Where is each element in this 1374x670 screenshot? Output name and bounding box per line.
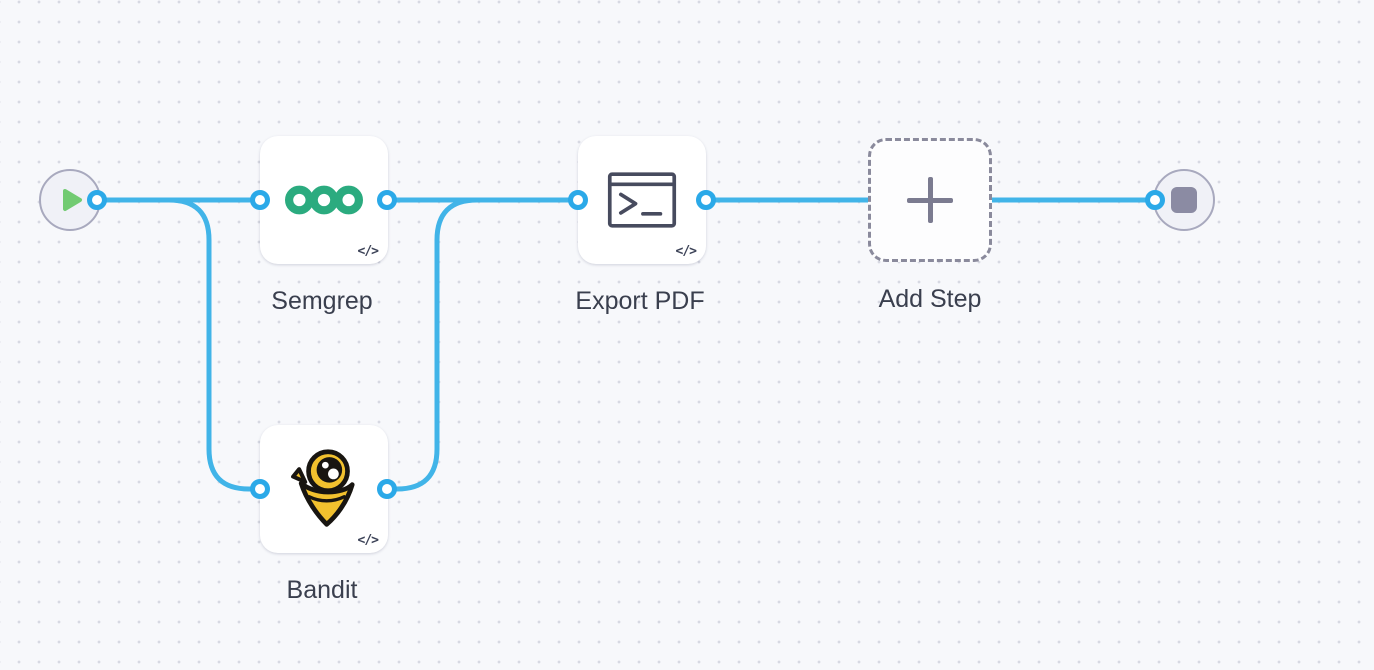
- port-semgrep-out[interactable]: [377, 190, 397, 210]
- bandit-mascot-icon: [290, 443, 358, 529]
- node-label-add-step: Add Step: [878, 285, 982, 313]
- edge-bandit-export: [384, 197, 581, 492]
- end-node[interactable]: [1153, 169, 1215, 231]
- port-bandit-out[interactable]: [377, 479, 397, 499]
- port-export-out[interactable]: [696, 190, 716, 210]
- port-semgrep-in[interactable]: [250, 190, 270, 210]
- node-label-bandit: Bandit: [286, 576, 358, 604]
- node-semgrep[interactable]: </>: [260, 136, 388, 264]
- play-icon: [60, 187, 84, 213]
- code-icon: </>: [675, 244, 698, 259]
- node-export-pdf[interactable]: </>: [578, 136, 706, 264]
- port-export-in[interactable]: [568, 190, 588, 210]
- node-label-semgrep: Semgrep: [271, 287, 373, 315]
- port-bandit-in[interactable]: [250, 479, 270, 499]
- port-end-in[interactable]: [1145, 190, 1165, 210]
- node-label-export-pdf: Export PDF: [575, 287, 705, 315]
- semgrep-rings-icon: [285, 185, 363, 215]
- code-icon: </>: [357, 244, 380, 259]
- stop-icon: [1171, 187, 1197, 213]
- add-step-button[interactable]: [868, 138, 992, 262]
- port-start-out[interactable]: [87, 190, 107, 210]
- edge-start-bandit: [94, 197, 263, 492]
- code-icon: </>: [357, 533, 380, 548]
- terminal-icon: [607, 171, 677, 229]
- plus-icon: [907, 177, 953, 223]
- node-bandit[interactable]: </>: [260, 425, 388, 553]
